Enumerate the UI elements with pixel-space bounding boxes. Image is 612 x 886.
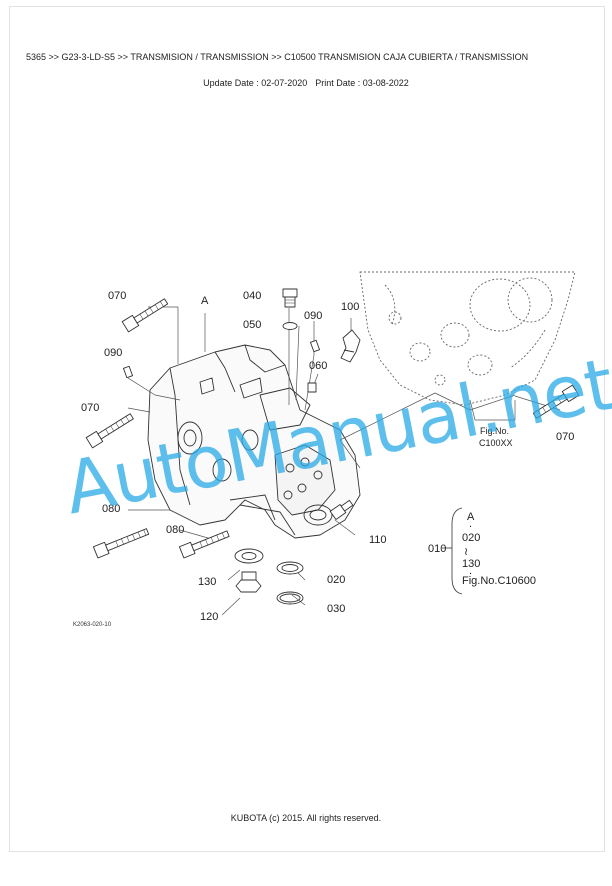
bolt-070-left xyxy=(85,413,134,449)
bracket-end: 130 xyxy=(462,558,480,570)
callout-070-right: 070 xyxy=(556,431,574,443)
bracket-top: A xyxy=(467,511,475,523)
elbow-fitting-100 xyxy=(340,329,361,363)
pin-090-right xyxy=(310,339,320,353)
bolt-070-top xyxy=(121,298,169,333)
callout-030: 030 xyxy=(327,603,345,615)
plug-120 xyxy=(235,571,262,593)
parts-diagram: 070 A 040 090 100 050 090 060 070 070 Fi… xyxy=(81,271,580,623)
bolt-080-right xyxy=(178,530,230,559)
ring-020 xyxy=(276,561,304,575)
fig-ref-code: C100XX xyxy=(479,438,513,448)
callout-110: 110 xyxy=(369,534,387,546)
circlip-030 xyxy=(276,591,304,605)
bracket-dot-2: . xyxy=(469,565,472,577)
copyright: KUBOTA (c) 2015. All rights reserved. xyxy=(230,813,382,823)
callout-040: 040 xyxy=(243,290,261,302)
callout-070-left: 070 xyxy=(81,402,99,414)
date-line: Update Date : 02-07-2020 Print Date : 03-… xyxy=(0,78,612,88)
callout-100: 100 xyxy=(341,301,359,313)
breadcrumb: 5365 >> G23-3-LD-S5 >> TRANSMISION / TRA… xyxy=(26,52,529,62)
print-date: Print Date : 03-08-2022 xyxy=(315,78,409,88)
plug-040 xyxy=(282,288,298,308)
callout-010: 010 xyxy=(428,543,446,555)
marker-a: A xyxy=(201,295,209,307)
fitting-110 xyxy=(329,499,354,520)
transmission-case xyxy=(147,344,361,539)
bracket-fig: Fig.No.C10600 xyxy=(462,575,536,587)
bracket-start: 020 xyxy=(462,532,480,544)
callout-130: 130 xyxy=(198,576,216,588)
callout-070-top: 070 xyxy=(108,290,126,302)
bolt-070-right xyxy=(532,384,580,419)
leader-lines xyxy=(127,306,561,616)
bolt-080-left xyxy=(92,528,150,559)
plug-060 xyxy=(307,382,317,393)
fig-ref-label: Fig.No. xyxy=(480,426,509,436)
callout-050: 050 xyxy=(243,319,261,331)
callout-060: 060 xyxy=(309,360,327,372)
callout-090-right: 090 xyxy=(304,310,322,322)
callout-080-right: 080 xyxy=(166,524,184,536)
pin-090-left xyxy=(123,365,133,379)
bracket-dot-1: . xyxy=(469,518,472,530)
oring-050 xyxy=(282,322,298,330)
callout-020: 020 xyxy=(327,574,345,586)
update-date: Update Date : 02-07-2020 xyxy=(203,78,308,88)
callout-120: 120 xyxy=(200,611,218,623)
figure-code: K2063-020-10 xyxy=(73,622,112,628)
callout-080-left: 080 xyxy=(102,503,120,515)
seal-130 xyxy=(234,548,264,564)
rear-housing-outline xyxy=(359,271,576,406)
callout-090-left: 090 xyxy=(104,347,122,359)
bracket-010 xyxy=(451,507,463,595)
bracket-range: ≀ xyxy=(464,546,468,558)
